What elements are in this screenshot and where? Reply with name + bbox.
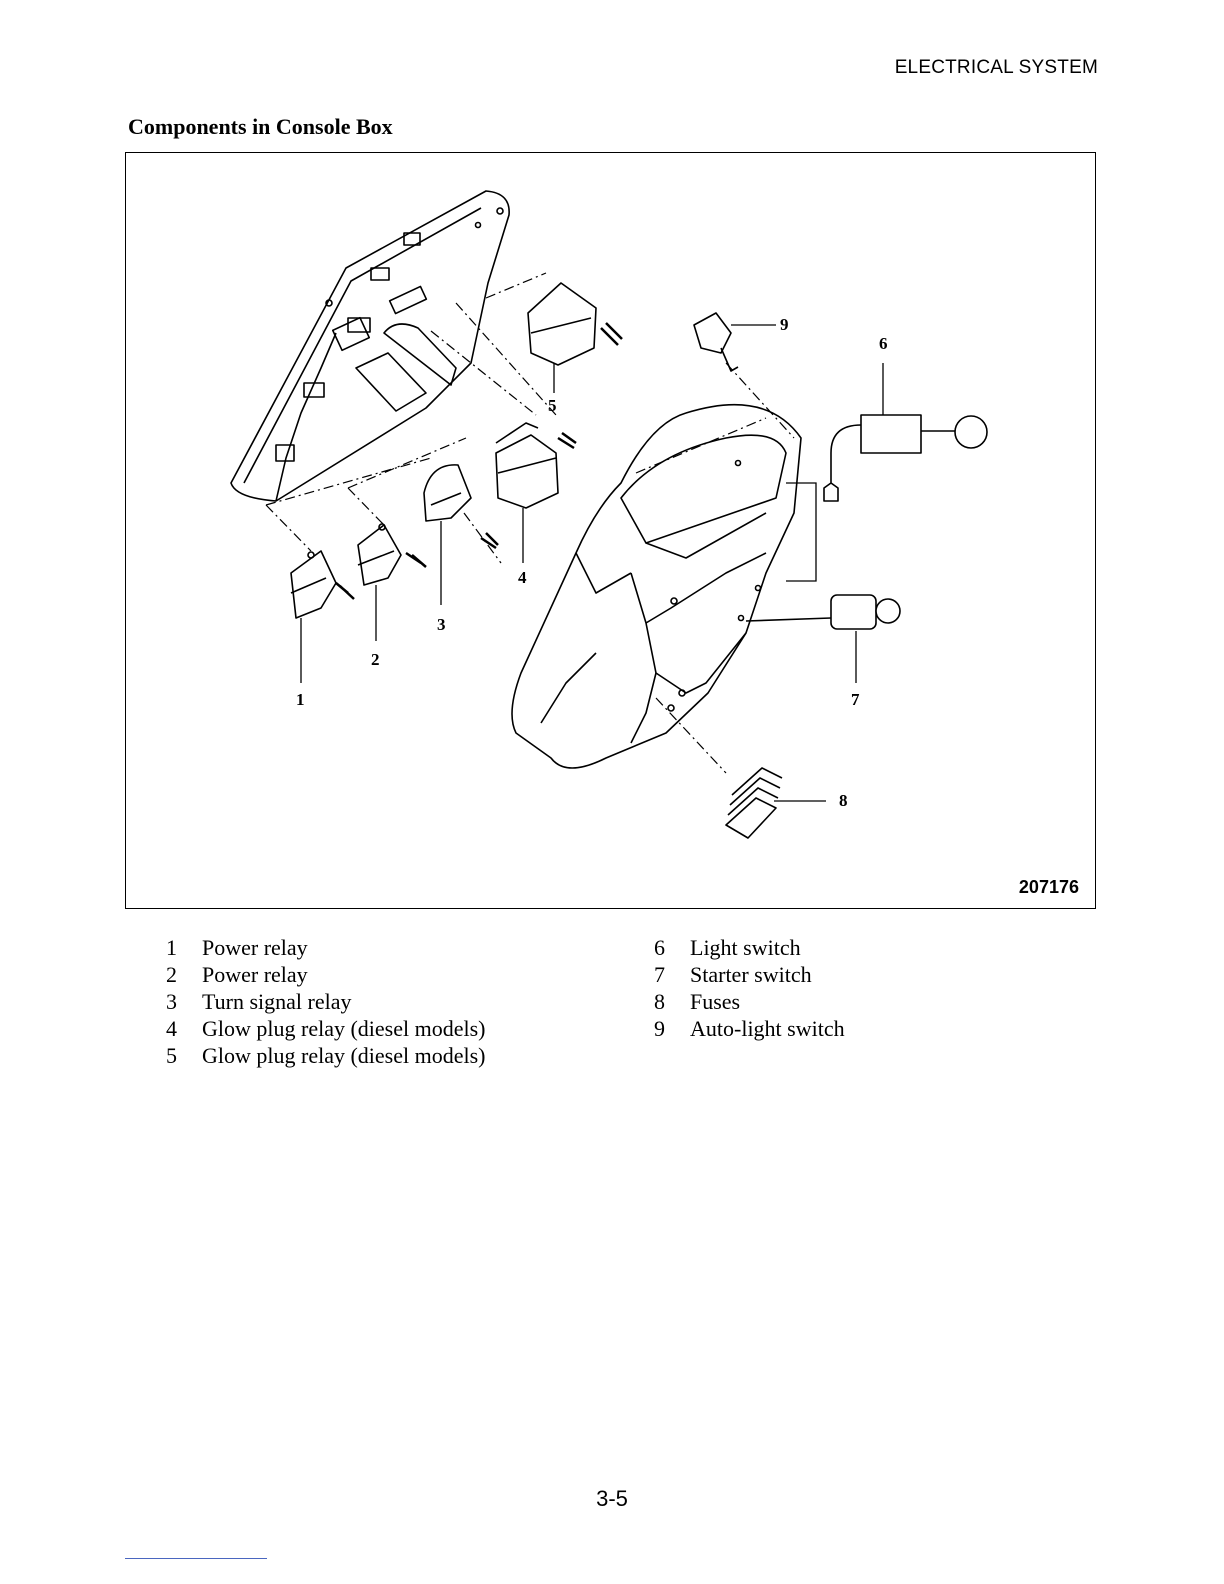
callout-8: 8 bbox=[839, 791, 848, 810]
legend-label: Glow plug relay (diesel models) bbox=[202, 1015, 486, 1042]
legend-label: Light switch bbox=[690, 934, 801, 961]
relay-4-drawing bbox=[496, 423, 576, 508]
legend-label: Power relay bbox=[202, 934, 308, 961]
legend-number: 4 bbox=[166, 1015, 202, 1042]
legend-item: 4 Glow plug relay (diesel models) bbox=[166, 1015, 486, 1042]
legend-label: Starter switch bbox=[690, 961, 812, 988]
mounting-plate-drawing bbox=[231, 191, 509, 501]
callout-7: 7 bbox=[851, 690, 860, 709]
legend-number: 6 bbox=[654, 934, 690, 961]
callout-4: 4 bbox=[518, 568, 527, 587]
exploded-diagram: 1 2 3 4 5 6 7 8 9 207176 bbox=[125, 152, 1096, 909]
legend-number: 5 bbox=[166, 1042, 202, 1069]
relay-5-drawing bbox=[528, 283, 622, 365]
relay-2-drawing bbox=[358, 524, 426, 585]
relay-3-drawing bbox=[424, 465, 498, 548]
page-number: 3-5 bbox=[0, 1486, 1224, 1512]
legend-left-column: 1 Power relay 2 Power relay 3 Turn signa… bbox=[166, 934, 486, 1069]
legend-item: 7 Starter switch bbox=[654, 961, 845, 988]
legend-label: Power relay bbox=[202, 961, 308, 988]
legend-item: 1 Power relay bbox=[166, 934, 486, 961]
legend-number: 8 bbox=[654, 988, 690, 1015]
console-box-illustration: 1 2 3 4 5 6 7 8 9 bbox=[126, 153, 1097, 910]
starter-switch-drawing bbox=[746, 595, 900, 629]
figure-id: 207176 bbox=[1019, 877, 1079, 898]
callout-1: 1 bbox=[296, 690, 305, 709]
fuses-drawing bbox=[726, 768, 782, 838]
legend-item: 9 Auto-light switch bbox=[654, 1015, 845, 1042]
callout-6: 6 bbox=[879, 334, 888, 353]
legend-number: 9 bbox=[654, 1015, 690, 1042]
figure-title: Components in Console Box bbox=[128, 114, 393, 140]
footer-rule bbox=[125, 1558, 267, 1559]
legend-item: 6 Light switch bbox=[654, 934, 845, 961]
legend-item: 2 Power relay bbox=[166, 961, 486, 988]
legend-right-column: 6 Light switch 7 Starter switch 8 Fuses … bbox=[654, 934, 845, 1042]
legend-item: 5 Glow plug relay (diesel models) bbox=[166, 1042, 486, 1069]
legend-label: Fuses bbox=[690, 988, 740, 1015]
callout-2: 2 bbox=[371, 650, 380, 669]
callout-5: 5 bbox=[548, 396, 557, 415]
legend-label: Turn signal relay bbox=[202, 988, 352, 1015]
section-header: ELECTRICAL SYSTEM bbox=[895, 57, 1098, 79]
relay-1-drawing bbox=[291, 551, 354, 618]
auto-light-switch-drawing bbox=[694, 313, 738, 371]
legend-number: 1 bbox=[166, 934, 202, 961]
legend-label: Glow plug relay (diesel models) bbox=[202, 1042, 486, 1069]
legend-number: 2 bbox=[166, 961, 202, 988]
legend-number: 3 bbox=[166, 988, 202, 1015]
legend-item: 8 Fuses bbox=[654, 988, 845, 1015]
legend-item: 3 Turn signal relay bbox=[166, 988, 486, 1015]
callout-3: 3 bbox=[437, 615, 446, 634]
legend-label: Auto-light switch bbox=[690, 1015, 845, 1042]
light-switch-drawing bbox=[824, 415, 987, 501]
legend-number: 7 bbox=[654, 961, 690, 988]
callout-9: 9 bbox=[780, 315, 789, 334]
